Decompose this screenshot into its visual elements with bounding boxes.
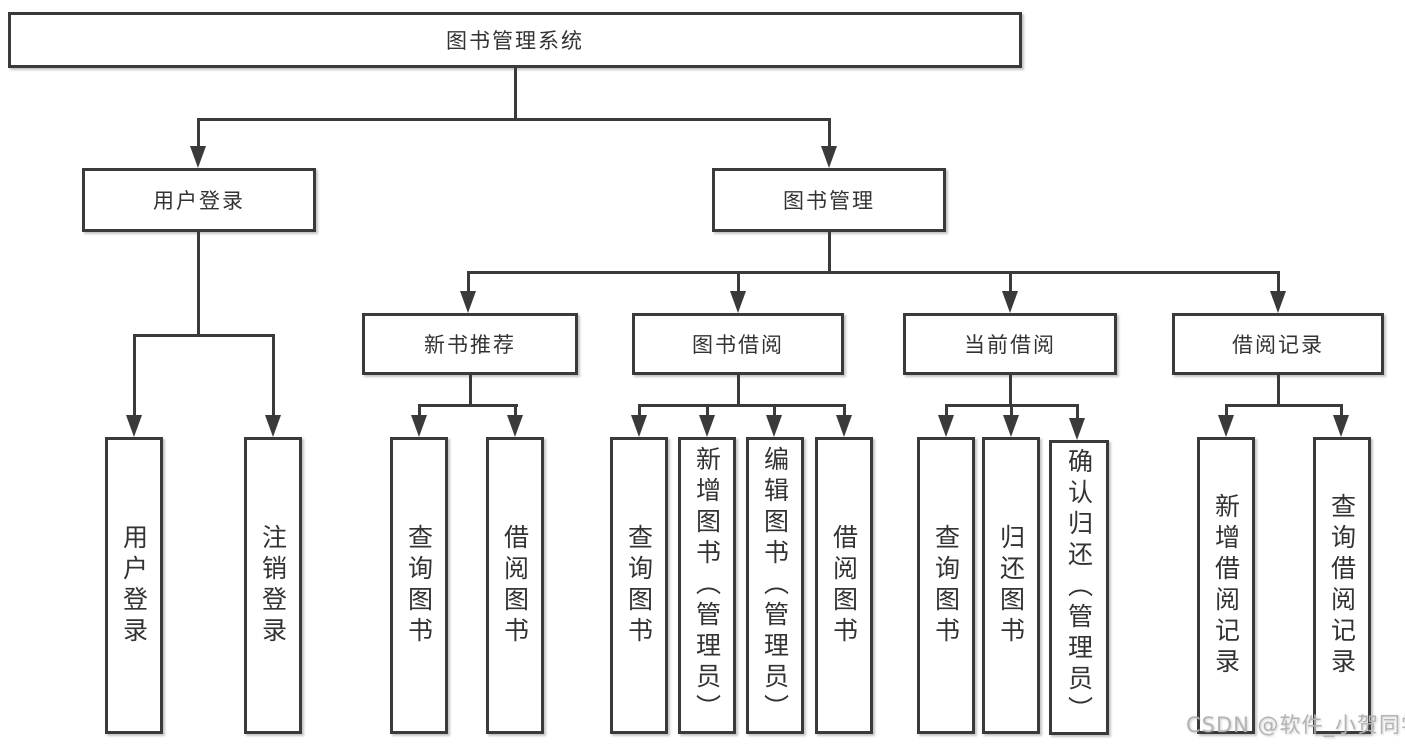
connector-mgmt-hbar [467, 271, 1280, 274]
connector-arrowhead [1069, 418, 1085, 440]
leaf-query-books-borrow-label: 查询图书 [624, 523, 654, 648]
leaf-borrow-book-label: 借阅图书 [829, 523, 859, 648]
connector-drop-leaf [1010, 404, 1013, 418]
leaf-add-book-admin: 新增图书（管理员） [678, 437, 736, 734]
connector-stem [1277, 375, 1280, 407]
leaf-query-books-recommend: 查询图书 [390, 437, 448, 734]
connector-drop-level3 [1277, 271, 1280, 293]
connector-drop-leaf [1225, 404, 1228, 418]
leaf-logout-label: 注销登录 [258, 523, 288, 648]
connector-drop-leaf [418, 404, 421, 418]
connector-arrowhead [730, 291, 746, 313]
connector-stem [737, 375, 740, 407]
leaf-borrow-books-recommend-label: 借阅图书 [500, 523, 530, 648]
node-book-borrow: 图书借阅 [632, 313, 844, 375]
leaf-query-books-current: 查询图书 [917, 437, 975, 734]
node-new-book-recommend-label: 新书推荐 [424, 333, 516, 357]
connector-arrowhead [126, 415, 142, 437]
connector-arrowhead [1218, 415, 1234, 437]
connector-hbar [638, 404, 846, 407]
watermark-text: CSDN @软件_小贺同学 [1186, 713, 1405, 737]
connector-drop-leaf [773, 404, 776, 418]
connector-arrowhead [460, 291, 476, 313]
connector-stem [469, 375, 472, 407]
node-user-login: 用户登录 [82, 168, 316, 232]
connector-mgmt-stem [828, 232, 831, 273]
leaf-confirm-return-admin: 确认归还（管理员） [1049, 440, 1109, 735]
node-borrow-records-label: 借阅记录 [1232, 333, 1324, 357]
leaf-query-books-recommend-label: 查询图书 [404, 523, 434, 648]
connector-arrowhead [1333, 415, 1349, 437]
connector-drop-level3 [737, 271, 740, 293]
connector-arrowhead [1002, 291, 1018, 313]
connector-drop-leaf [945, 404, 948, 418]
connector-arrowhead [938, 415, 954, 437]
leaf-confirm-return-admin-label: 确认归还（管理员） [1064, 448, 1094, 727]
connector-drop-leaf [1076, 404, 1079, 418]
leaf-return-book: 归还图书 [982, 437, 1040, 734]
leaf-user-login: 用户登录 [105, 437, 163, 734]
node-root: 图书管理系统 [8, 12, 1022, 68]
connector-arrowhead [265, 415, 281, 437]
connector-hbar [1225, 404, 1343, 407]
connector-arrowhead [836, 415, 852, 437]
connector-arrowhead [631, 415, 647, 437]
node-book-management: 图书管理 [712, 168, 946, 232]
connector-drop-leaf [638, 404, 641, 418]
leaf-query-borrow-record: 查询借阅记录 [1313, 437, 1371, 734]
connector-drop-level3 [1009, 271, 1012, 293]
node-borrow-records: 借阅记录 [1172, 313, 1384, 375]
connector-arrowhead [766, 415, 782, 437]
connector-arrowhead [411, 415, 427, 437]
leaf-add-borrow-record: 新增借阅记录 [1197, 437, 1255, 734]
connector-root-stem [514, 68, 517, 120]
connector-hbar [418, 404, 518, 407]
leaf-query-books-current-label: 查询图书 [931, 523, 961, 648]
connector-arrowhead [821, 146, 837, 168]
leaf-edit-book-admin: 编辑图书（管理员） [746, 437, 804, 734]
connector-drop-leaf [133, 334, 136, 416]
connector-arrowhead [190, 146, 206, 168]
leaf-edit-book-admin-label: 编辑图书（管理员） [760, 446, 790, 725]
node-new-book-recommend: 新书推荐 [362, 313, 578, 375]
connector-drop-user-login [197, 118, 200, 150]
connector-drop-level3 [467, 271, 470, 293]
connector-drop-leaf [514, 404, 517, 418]
leaf-add-book-admin-label: 新增图书（管理员） [692, 446, 722, 725]
node-current-borrow: 当前借阅 [903, 313, 1117, 375]
connector-user-hbar [133, 334, 275, 337]
leaf-borrow-books-recommend: 借阅图书 [486, 437, 544, 734]
connector-drop-book-mgmt [828, 118, 831, 150]
leaf-add-borrow-record-label: 新增借阅记录 [1211, 492, 1241, 679]
connector-drop-leaf [843, 404, 846, 418]
leaf-user-login-label: 用户登录 [119, 523, 149, 648]
connector-root-hbar [197, 118, 831, 121]
leaf-query-borrow-record-label: 查询借阅记录 [1327, 492, 1357, 679]
leaf-query-books-borrow: 查询图书 [610, 437, 668, 734]
node-current-borrow-label: 当前借阅 [964, 333, 1056, 357]
connector-drop-leaf [1340, 404, 1343, 418]
connector-drop-leaf [272, 334, 275, 416]
connector-drop-leaf [706, 404, 709, 418]
leaf-return-book-label: 归还图书 [996, 523, 1026, 648]
leaf-logout: 注销登录 [244, 437, 302, 734]
node-book-management-label: 图书管理 [783, 189, 875, 213]
connector-user-stem [197, 232, 200, 336]
node-root-label: 图书管理系统 [446, 29, 584, 53]
connector-arrowhead [699, 415, 715, 437]
connector-arrowhead [1003, 415, 1019, 437]
connector-stem [1009, 375, 1012, 407]
node-user-login-label: 用户登录 [153, 189, 245, 213]
connector-arrowhead [507, 415, 523, 437]
connector-arrowhead [1270, 291, 1286, 313]
leaf-borrow-book: 借阅图书 [815, 437, 873, 734]
node-book-borrow-label: 图书借阅 [692, 333, 784, 357]
